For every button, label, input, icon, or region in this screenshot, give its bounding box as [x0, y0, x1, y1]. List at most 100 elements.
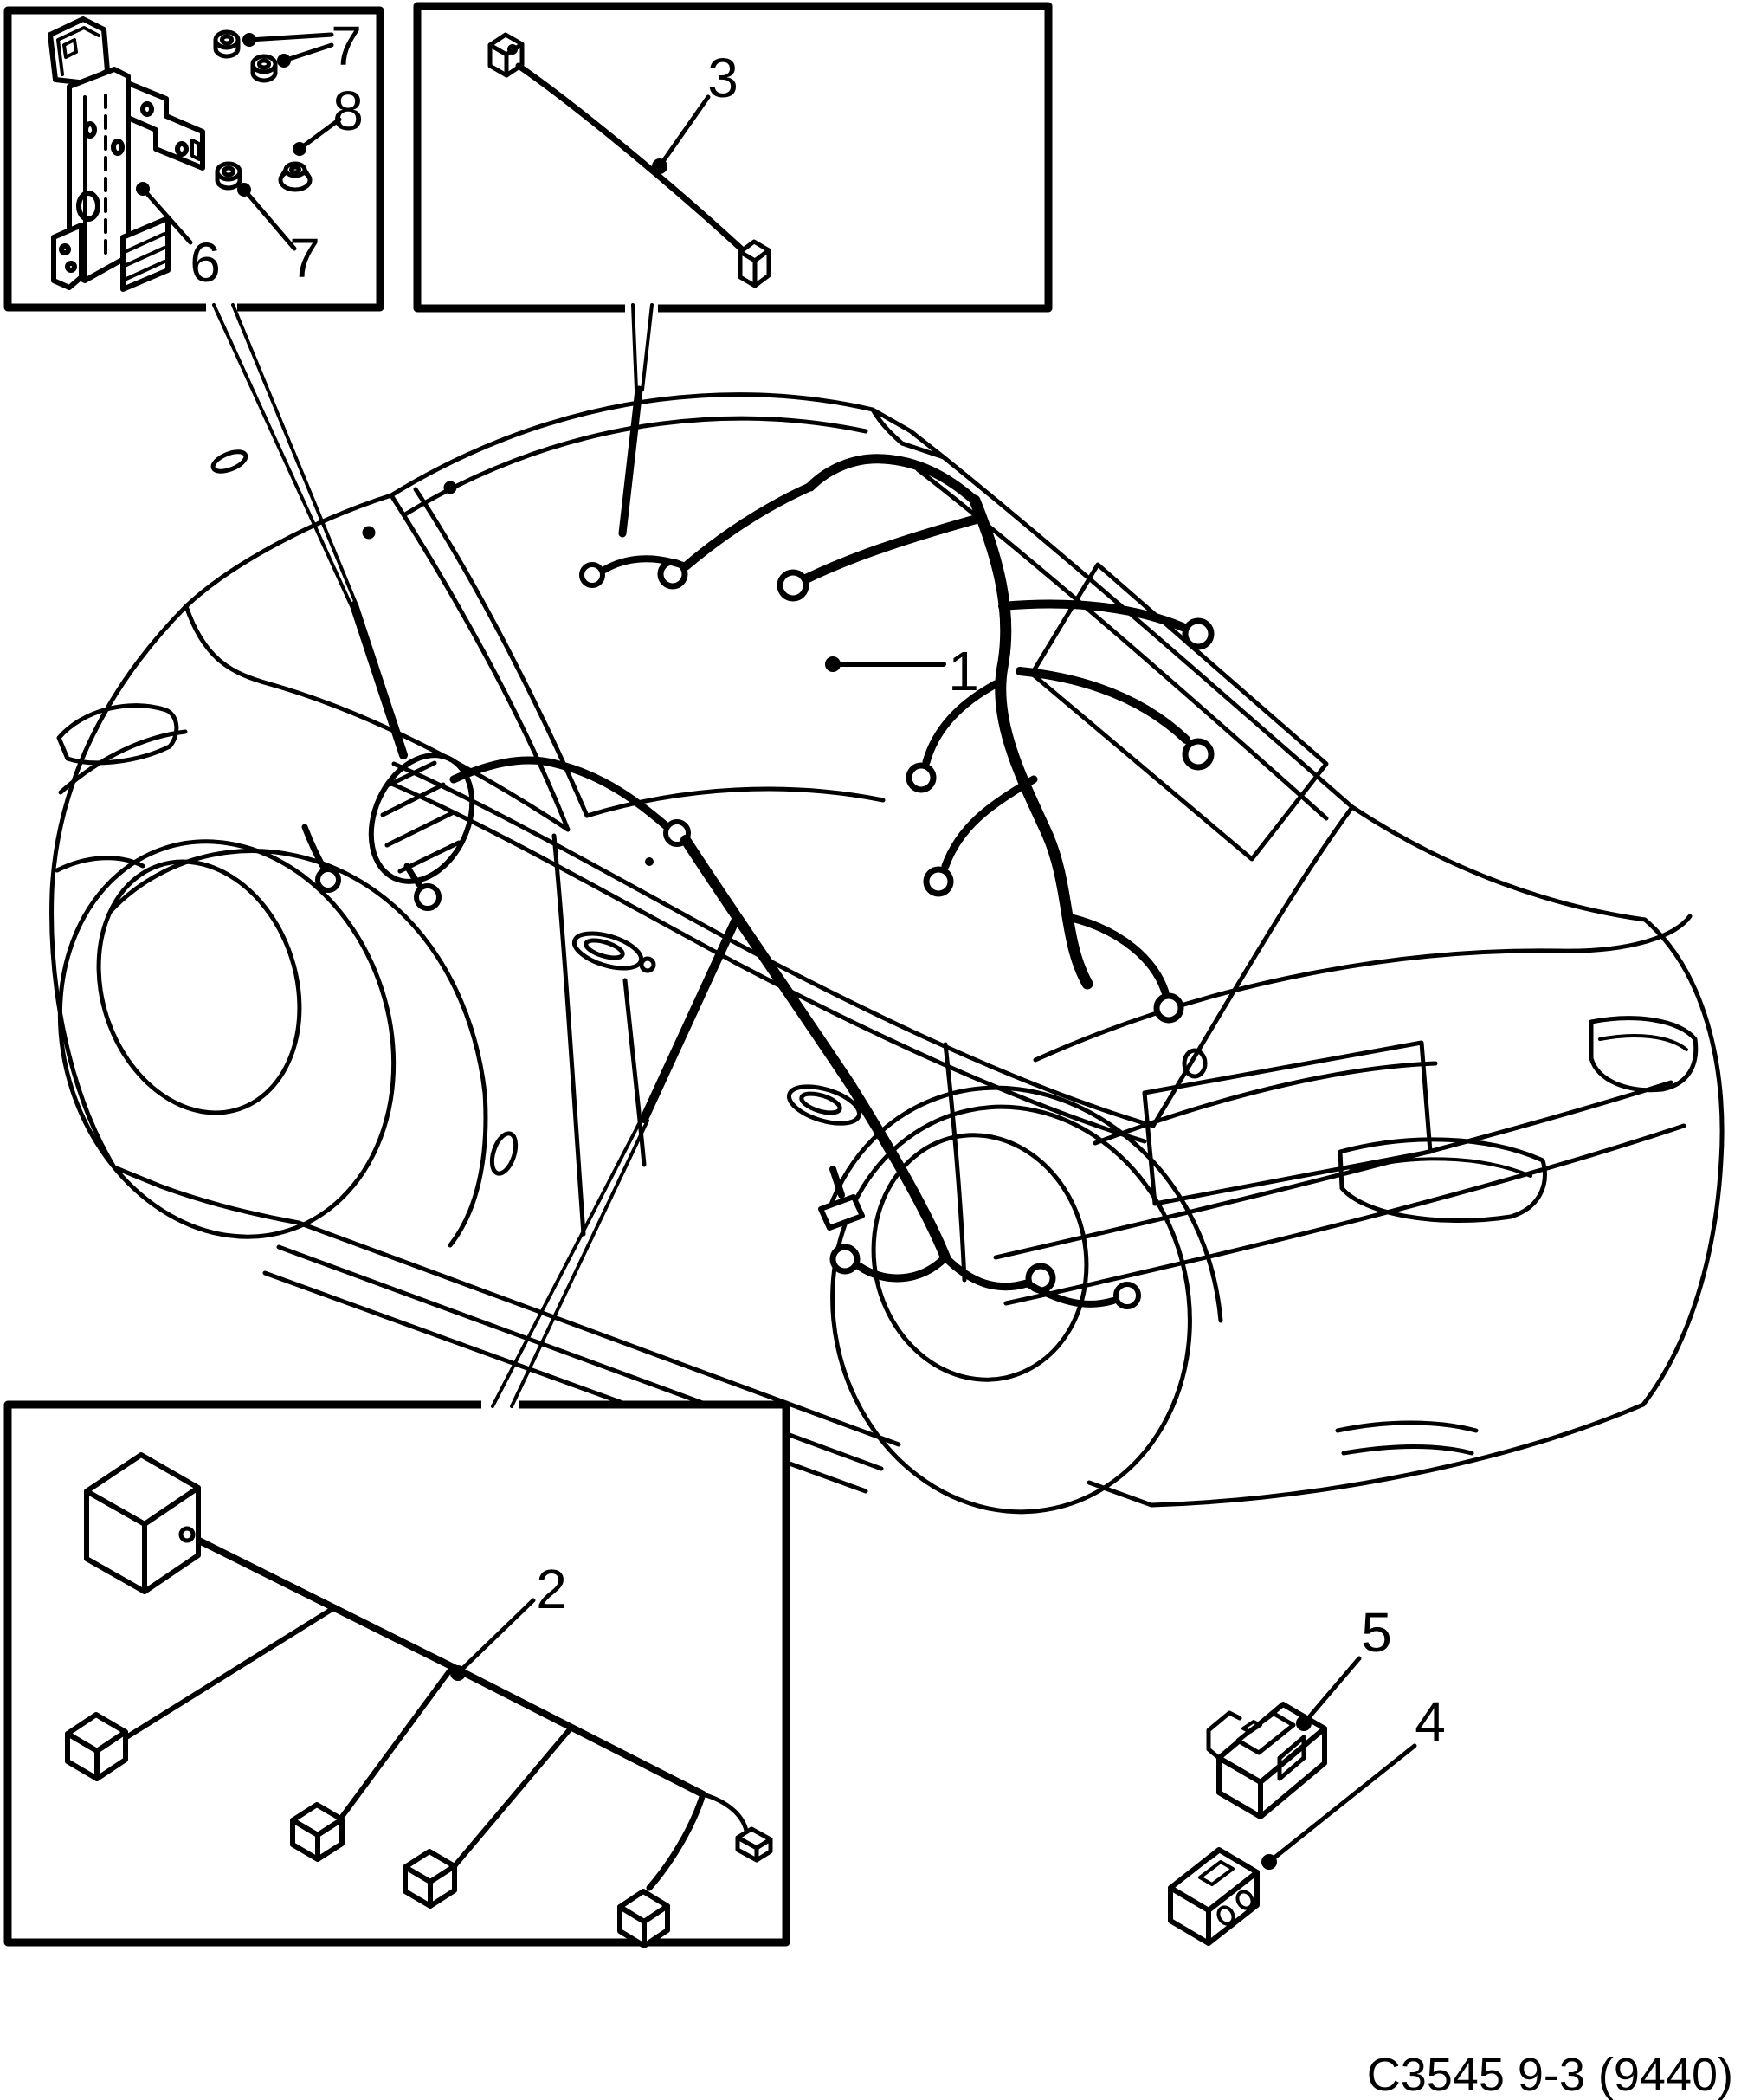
- leader-door-tip: [640, 917, 739, 1123]
- car-roof-fin: [870, 407, 946, 460]
- harness-ring: [777, 569, 809, 602]
- harness-connector-block: [818, 1194, 865, 1231]
- harness-branch: [802, 514, 980, 584]
- callout-7c-leader: [242, 187, 297, 251]
- harness-branch: [922, 680, 1000, 766]
- car-dash-top: [584, 786, 886, 818]
- harness-spine: [969, 494, 1093, 990]
- harness-ring: [829, 1244, 861, 1275]
- harness-door-bottom: [854, 1253, 950, 1283]
- car-beltline-lower: [387, 780, 1147, 1144]
- car-rear-window-edge: [941, 455, 1355, 810]
- harness-branch: [601, 555, 689, 573]
- leader-notch: [206, 300, 237, 313]
- harness-drop: [301, 824, 329, 875]
- harness-ring: [315, 867, 341, 893]
- car-right-edge: [1641, 917, 1725, 1407]
- leader-cable-tip: [618, 385, 643, 538]
- leader-door-line: [491, 1117, 649, 1408]
- leader-bracket-tip: [350, 601, 408, 759]
- harness-door-bottom: [941, 1253, 1031, 1291]
- car-trunk-left-seam: [1151, 804, 1355, 1128]
- harness-ring: [906, 762, 937, 793]
- harness-ring: [1113, 1282, 1141, 1309]
- callout-6-label: 6: [190, 231, 221, 294]
- car-sill-1: [296, 1220, 901, 1447]
- harness-connector-stub: [829, 1166, 845, 1199]
- car-rear-window-edge-inner: [915, 467, 1329, 821]
- callout-3-label: 3: [707, 47, 738, 109]
- callout-5-leader: [1301, 1656, 1362, 1726]
- car-valance-1: [1335, 1420, 1479, 1433]
- harness-dot: [645, 857, 654, 866]
- harness-branch: [681, 482, 815, 571]
- car-quarter-window: [1029, 562, 1329, 862]
- car-rear-door-handle: [786, 1084, 862, 1126]
- car-bumper-line-2: [1003, 1123, 1686, 1306]
- car-trunk-lower-edge: [1093, 1061, 1438, 1146]
- harness-ring: [579, 562, 605, 588]
- car-bumper-to-sill: [158, 1184, 301, 1225]
- harness-door-diagonal: [680, 835, 951, 1263]
- harness-branch: [941, 775, 1038, 870]
- leader-notch: [481, 1398, 519, 1412]
- harness-ring: [1182, 617, 1215, 650]
- car-valance-2: [1341, 1444, 1474, 1456]
- harness-branch: [998, 599, 1187, 631]
- car-front-arch: [108, 849, 488, 1248]
- nut-7c-part: [215, 161, 242, 191]
- harness-ring: [923, 866, 954, 897]
- car-bumper-line-1: [993, 1080, 1673, 1260]
- car-dot-b: [362, 526, 376, 540]
- inset-box-door-harness: [3, 1400, 790, 1948]
- car-rear-wheel: [830, 1104, 1192, 1515]
- callout-4-leader: [1267, 1743, 1417, 1864]
- callout-1-label: 1: [948, 640, 979, 702]
- callout-7a-leader: [247, 32, 334, 42]
- leader-bracket-line: [212, 303, 358, 608]
- callout-5-label: 5: [1361, 1601, 1392, 1664]
- car-beltline: [391, 761, 1156, 1128]
- nut-8-part: [278, 161, 313, 192]
- car-hood-seam: [184, 604, 571, 832]
- car-dot-a: [443, 481, 457, 494]
- car-rear-rim: [871, 1133, 1089, 1382]
- harness-door-top: [449, 756, 673, 832]
- harness-door-bottom: [1023, 1280, 1117, 1308]
- car-front-door-lock: [639, 956, 656, 973]
- nut-7a-part: [213, 29, 241, 59]
- callout-7-lower-label: 7: [289, 227, 320, 289]
- harness-branch: [1067, 914, 1170, 997]
- car-b-pillar: [622, 978, 647, 1167]
- harness-ring: [1182, 738, 1215, 771]
- leader-lines: [136, 32, 1417, 1870]
- car-hood-cut: [58, 729, 188, 795]
- car-windshield-top-inner: [403, 416, 868, 517]
- car-front-door-edge: [551, 833, 586, 1237]
- car-badge: [1182, 1048, 1208, 1079]
- car-roof-antenna: [210, 449, 248, 474]
- car-front-silhouette: [49, 493, 394, 1189]
- car-windshield-top: [389, 392, 875, 498]
- cable-part: [487, 32, 771, 288]
- nut-7b-part: [250, 54, 278, 83]
- connector-4-part: [1168, 1847, 1260, 1946]
- callout-labels: 1 2 3 4 5 6 7 7 8: [190, 15, 1446, 1753]
- harness-cowl: [805, 454, 980, 506]
- car-taillight-right: [1589, 1016, 1699, 1093]
- car-bumper-bottom: [1087, 1402, 1646, 1508]
- harness-ring: [414, 883, 442, 911]
- car-front-door-handle-inner: [584, 938, 625, 960]
- interior-harness: [301, 454, 1215, 1309]
- callout-7-upper-label: 7: [331, 15, 362, 77]
- leader-cable-line: [631, 303, 654, 391]
- inset-box-bracket: [3, 6, 384, 312]
- car-a-pillar: [389, 493, 571, 832]
- car-front-rim: [96, 859, 302, 1115]
- car-taillight-right-inner: [1598, 1034, 1688, 1051]
- door-harness-part: [65, 1452, 773, 1948]
- callout-2-label: 2: [536, 1558, 567, 1620]
- car-rear-door-handle-inner: [799, 1091, 842, 1115]
- car-door-crease-oval: [489, 1131, 519, 1176]
